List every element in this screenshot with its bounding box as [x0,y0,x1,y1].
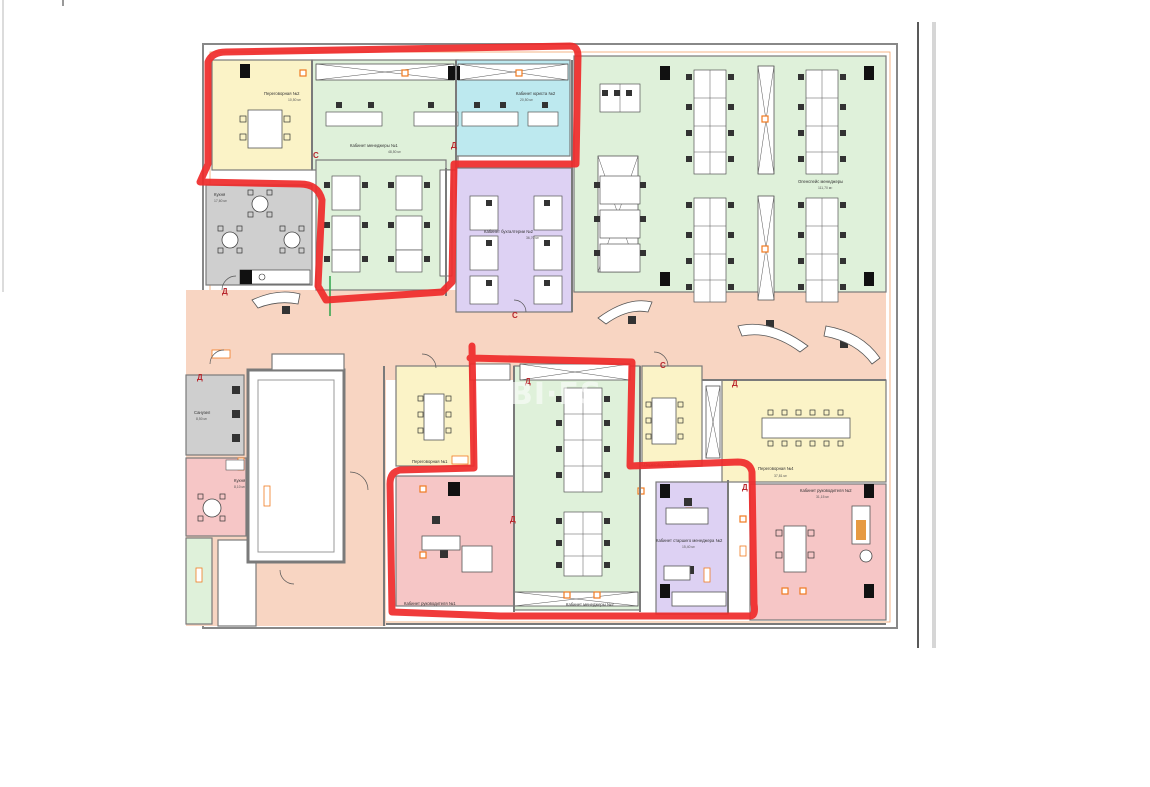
room-area-managers-1: 48,50 м² [388,150,402,154]
room-label-kitchen: Кухня [214,192,225,197]
room-area-wc: 8,50 м² [196,417,208,421]
red-outline-bottom-zone [386,342,758,620]
room-label-meeting-2: Переговорная №2 [264,91,300,96]
door-mark-c: С [512,311,518,320]
room-label-managers-1: Кабинет менеджеры №1 [350,143,398,148]
room-area-meeting-big: 37,81 м² [774,474,788,478]
round-tables [202,195,873,563]
door-mark: Д [451,141,457,150]
room-label-wc: Санузел [194,410,211,415]
room-label-head-2: Кабинет руководителя №2 [800,488,852,493]
door-mark: Д [197,373,203,382]
office-chairs [282,74,860,574]
room-area-accounting: 36,70 м² [526,236,540,240]
red-outline-top-zone [196,42,582,304]
door-marks: Д Д Д Д Д Д Д С С С [197,141,748,524]
room-area-senior-manager: 15,40 м² [682,545,696,549]
room-label-kitchen-2: Кухня [234,478,245,483]
round-table-chairs [197,189,305,522]
door-mark: Д [222,287,228,296]
interior-walls [311,60,886,626]
door-mark-c: С [313,151,319,160]
door-mark: Д [525,377,531,386]
room-labels: Переговорная №2 10,50 м² Кабинет юриста … [194,91,852,607]
room-label-managers-2: Кабинет менеджеры №2 [566,602,614,607]
door-mark-c: С [660,361,666,370]
room-kitchen-2 [185,457,247,537]
door-mark: Д [732,379,738,388]
meeting-tables [247,109,851,581]
room-area-kitchen: 17,60 м² [214,199,228,203]
curved-sofas [251,291,881,365]
room-label-openspace: Опенспейс менеджеры [798,179,843,184]
room-label-head-1: Кабинет руководителя №1 [404,601,456,606]
room-label-senior-manager: Кабинет старшего менеджера №2 [656,538,723,543]
room-area-head-2: 31,15 м² [816,495,830,499]
door-mark: Д [742,483,748,492]
room-area-lawyer: 20,50 м² [520,98,534,102]
kitchen-counter [239,269,311,285]
door-mark: Д [510,515,516,524]
head-desk [851,505,871,545]
room-area-openspace: 111,70 м² [818,186,833,190]
room-area-meeting-2: 10,50 м² [288,98,302,102]
door-arcs [209,275,669,585]
room-label-lawyer: Кабинет юриста №2 [516,91,556,96]
wc-fixtures [225,386,245,471]
room-label-accounting: Кабинет бухгалтерии №2 [484,229,534,234]
building-columns [240,64,874,598]
stair-inner [257,379,335,553]
meeting-chairs [239,115,844,559]
room-area-kitchen-2: 8,10 м² [234,485,246,489]
watermark: BI·ES [510,377,603,412]
room-label-meeting-1: Переговорная №1 [412,459,448,464]
room-label-meeting-big: Переговорная №4 [758,466,794,471]
desk-dividers [564,70,838,576]
lift-block [271,353,345,371]
